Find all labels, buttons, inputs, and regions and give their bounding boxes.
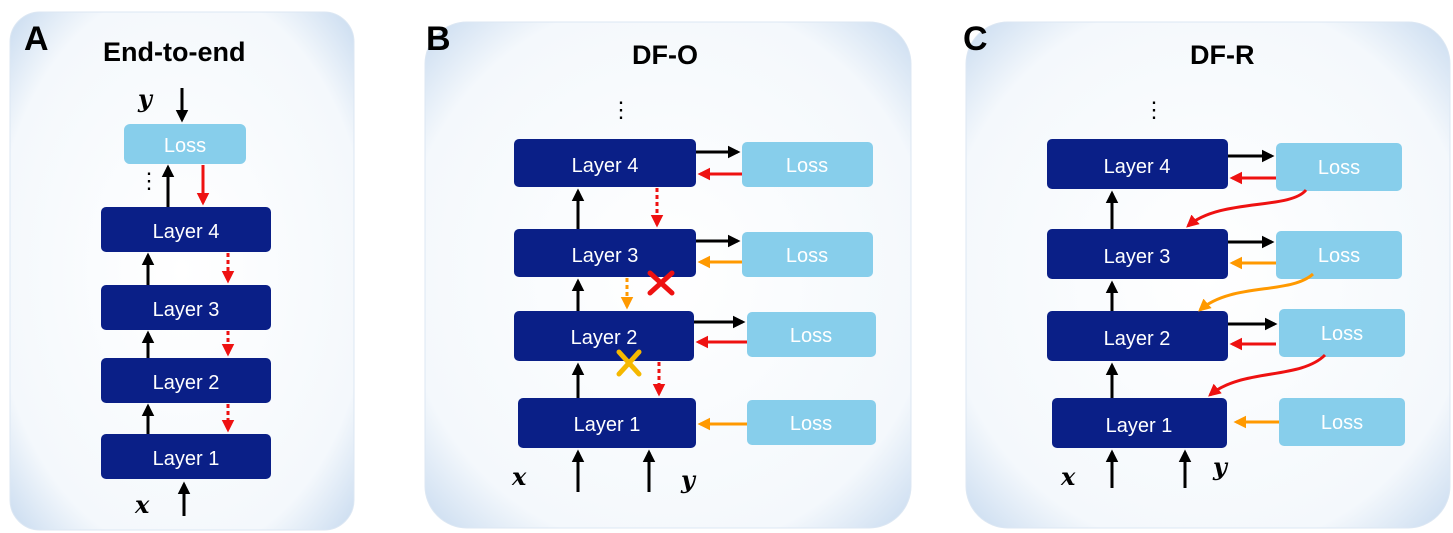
panel-a-layer-4-label: Layer 4	[153, 221, 220, 243]
panel-c-title: DF-R	[1190, 40, 1255, 70]
panel-c-curved-gradient-arrow-3-2	[1198, 272, 1315, 312]
panel-b-loss-3-label: Loss	[786, 245, 828, 267]
panel-b-loss-2-box	[747, 312, 876, 357]
panel-c-layer-3-label: Layer 3	[1104, 246, 1171, 268]
panel-b-ellipsis: ⋮	[610, 99, 632, 121]
panel-c-input-symbol: x	[1061, 462, 1076, 491]
panel-a-loss-label: Loss	[164, 135, 206, 157]
panel-b-layer-1-label: Layer 1	[574, 414, 641, 436]
panel-a-layer-2-box	[101, 358, 271, 403]
panel-b-layer-1-box	[518, 398, 696, 448]
panel-b-input-symbol: x	[512, 462, 527, 491]
panel-a-layer-2-label: Layer 2	[153, 372, 220, 394]
panel-b-layer-3-box	[514, 229, 696, 277]
panel-c-loss-4-label: Loss	[1318, 157, 1360, 179]
panel-c-loss-1-box	[1279, 398, 1405, 446]
panel-a-layer-3-label: Layer 3	[153, 299, 220, 321]
panel-b-blocked-gradient-red-x	[647, 270, 675, 296]
panel-b-loss-4-label: Loss	[786, 155, 828, 177]
panel-b-loss-3-box	[742, 232, 873, 277]
panel-b-title: DF-O	[632, 40, 698, 70]
panel-c-loss-2-label: Loss	[1321, 323, 1363, 345]
panel-c-loss-2-box	[1279, 309, 1405, 357]
panel-c-target-symbol: y	[1213, 452, 1227, 481]
panel-b-layer-2-label: Layer 2	[571, 327, 638, 349]
panel-a-loss-box	[124, 124, 246, 164]
panel-b-layer-4-label: Layer 4	[572, 155, 639, 177]
panel-c-loss-1-label: Loss	[1321, 412, 1363, 434]
panel-c-layer-4-box	[1047, 139, 1228, 189]
panel-b-layer-3-label: Layer 3	[572, 245, 639, 267]
panel-b-layer-2-box	[514, 311, 694, 361]
panel-b-target-symbol: y	[681, 465, 695, 494]
panel-a-title: End-to-end	[103, 37, 246, 67]
panel-b-blocked-gradient-yellow-x	[616, 349, 642, 377]
panel-a-layer-1-label: Layer 1	[153, 448, 220, 470]
panel-a-letter: A	[24, 20, 49, 58]
panel-c-layer-1-box	[1052, 398, 1227, 448]
panel-a-layer-3-box	[101, 285, 271, 330]
panel-b-layer-4-box	[514, 139, 696, 187]
panel-a-ellipsis: ⋮	[138, 170, 160, 192]
panel-c-curved-gradient-arrow-4-3	[1186, 188, 1308, 228]
panel-a-input-symbol: x	[135, 490, 150, 519]
panel-c-loss-3-label: Loss	[1318, 245, 1360, 267]
panel-b-loss-2-label: Loss	[790, 325, 832, 347]
panel-c-ellipsis: ⋮	[1143, 99, 1165, 121]
panel-a-target-symbol: y	[138, 84, 152, 113]
panel-a-layer-1-box	[101, 434, 271, 479]
panel-b-loss-1-box	[747, 400, 876, 445]
panel-c-layer-2-label: Layer 2	[1104, 328, 1171, 350]
panel-b-loss-1-label: Loss	[790, 413, 832, 435]
panel-c-layer-2-box	[1047, 311, 1228, 361]
panel-b-loss-4-box	[742, 142, 873, 187]
panel-a-layer-4-box	[101, 207, 271, 252]
panel-c-layer-4-label: Layer 4	[1104, 156, 1171, 178]
panel-c-loss-4-box	[1276, 143, 1402, 191]
panel-c-letter: C	[963, 20, 988, 58]
panel-c-layer-1-label: Layer 1	[1106, 415, 1173, 437]
panel-c-curved-gradient-arrow-2-1	[1208, 353, 1327, 397]
panel-c-loss-3-box	[1276, 231, 1402, 279]
panel-c-layer-3-box	[1047, 229, 1228, 279]
panel-b-letter: B	[426, 20, 451, 58]
